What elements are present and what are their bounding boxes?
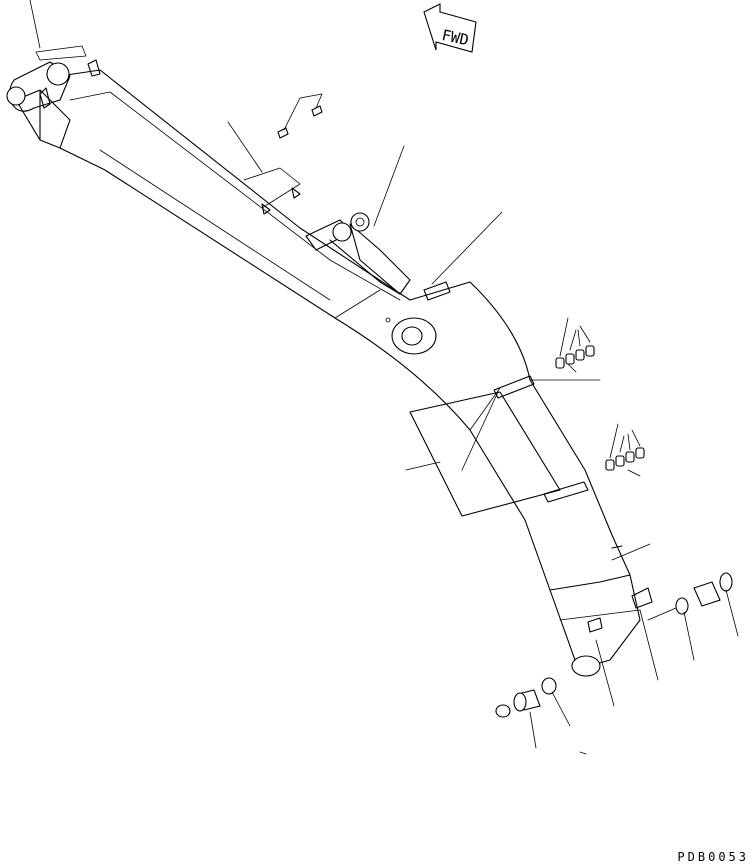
leader-lines [29,0,739,755]
arm-pin-boss [571,545,653,677]
side-boss [385,317,437,355]
fwd-label: FWD [440,26,470,49]
fwd-direction-arrow-icon: FWD [423,3,477,53]
boom-body [15,69,641,671]
hose-clamps [261,187,589,503]
drawing-code: PDB0053 [677,850,749,864]
cylinder-bracket [305,212,411,295]
bolt-group-right-2 [605,423,645,471]
bolt-group-right-1 [555,317,595,369]
bolt-group-top [277,93,323,139]
bushings [495,572,733,718]
boom-foot-boss [6,45,101,112]
reinforcement-plate [409,391,561,517]
